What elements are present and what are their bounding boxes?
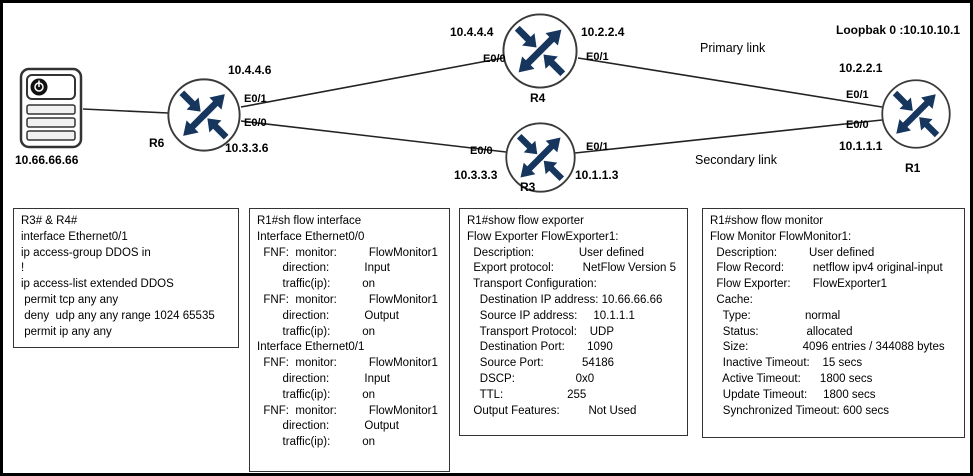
r4-ip-right-label: 10.2.2.4 (581, 25, 625, 39)
r4-ip-left-label: 10.4.4.4 (450, 25, 494, 39)
config-line: Destination IP address: 10.66.66.66 (467, 293, 663, 306)
config-line: Update Timeout: 1800 secs (710, 388, 876, 401)
config-line: Interface Ethernet0/1 (257, 341, 365, 354)
config-line: Output Features: Not Used (467, 404, 637, 417)
config-line: permit tcp any any (21, 293, 119, 306)
config-line: deny udp any any range 1024 65535 (21, 309, 215, 322)
r4-name-label: R4 (530, 91, 546, 105)
config-line: direction: Input (257, 262, 390, 275)
config-line: Cache: (710, 293, 753, 306)
config-line: FNF: monitor: FlowMonitor1 (257, 357, 438, 370)
r4-if-e00-label: E0/0 (483, 53, 506, 65)
link-r4-r1-primary (577, 57, 883, 108)
link-host-r6 (82, 108, 169, 114)
config-line: Flow Exporter FlowExporter1: (467, 230, 619, 243)
config-line: Destination Port: 1090 (467, 341, 613, 354)
r6-ip-bottom-label: 10.3.3.6 (225, 141, 269, 155)
host-ip-label: 10.66.66.66 (15, 153, 79, 167)
config-line: FNF: monitor: FlowMonitor1 (257, 246, 438, 259)
secondary-link-label: Secondary link (695, 153, 777, 167)
config-line: Status: allocated (710, 325, 853, 338)
acl-config-box: R3# & R4# interface Ethernet0/1 ip access-… (13, 208, 239, 348)
config-line: permit ip any any (21, 325, 112, 338)
link-r3-r1-secondary (574, 119, 883, 154)
config-line: Flow Record: netflow ipv4 original-input (710, 262, 943, 275)
config-line: Description: User defined (467, 246, 645, 259)
config-line: Description: User defined (710, 246, 875, 259)
config-line: Flow Exporter: FlowExporter1 (710, 278, 888, 291)
config-line: direction: Output (257, 420, 399, 433)
config-line: DSCP: 0x0 (467, 372, 595, 385)
host-icon (19, 67, 83, 149)
config-line: Type: normal (710, 309, 841, 322)
config-line: direction: Output (257, 309, 399, 322)
r1-name-label: R1 (905, 161, 921, 175)
r1-if-e00-label: E0/0 (846, 119, 869, 131)
r1-if-e01-label: E0/1 (846, 89, 869, 101)
r6-if-e01-label: E0/1 (244, 93, 267, 105)
r3-ip-left-label: 10.3.3.3 (454, 168, 498, 182)
config-line: Flow Monitor FlowMonitor1: (710, 230, 852, 243)
r6-if-e00-label: E0/0 (244, 117, 267, 129)
router-r1-icon (880, 78, 952, 150)
config-line: traffic(ip): on (257, 278, 376, 291)
config-line: R1#show flow exporter (467, 215, 584, 227)
router-r3-icon (504, 121, 577, 194)
r1-ip-top-label: 10.2.2.1 (839, 61, 883, 75)
config-line: traffic(ip): on (257, 325, 376, 338)
r3-ip-right-label: 10.1.1.3 (575, 168, 619, 182)
config-line: Transport Protocol: UDP (467, 325, 614, 338)
r1-ip-bottom-label: 10.1.1.1 (839, 139, 883, 153)
link-r6-r4 (240, 57, 504, 108)
r3-if-e01-label: E0/1 (586, 141, 609, 153)
r3-if-e00-label: E0/0 (470, 145, 493, 157)
primary-link-label: Primary link (700, 41, 766, 55)
config-line: FNF: monitor: FlowMonitor1 (257, 293, 438, 306)
config-line: traffic(ip): on (257, 436, 376, 449)
config-line: Export protocol: NetFlow Version 5 (467, 262, 677, 275)
r4-if-e01-label: E0/1 (586, 51, 609, 63)
config-line: Synchronized Timeout: 600 secs (710, 404, 889, 417)
config-line: R1#sh flow interface (257, 215, 362, 227)
config-line: R3# & R4# (21, 215, 78, 227)
r1-loopback-label: Loopbak 0 :10.10.10.1 (836, 23, 961, 37)
config-line: TTL: 255 (467, 388, 587, 401)
config-line: interface Ethernet0/1 (21, 230, 128, 243)
config-line: direction: Input (257, 372, 390, 385)
config-line: Interface Ethernet0/0 (257, 230, 365, 243)
config-line: Source Port: 54186 (467, 357, 615, 370)
link-r6-r3 (240, 120, 507, 153)
r6-name-label: R6 (149, 136, 165, 150)
config-line: traffic(ip): on (257, 388, 376, 401)
config-line: Transport Configuration: (467, 278, 597, 291)
config-line: Size: 4096 entries / 344088 bytes (710, 341, 945, 354)
r3-name-label: R3 (520, 180, 536, 194)
config-line: ip access-list extended DDOS (21, 278, 174, 291)
config-line: FNF: monitor: FlowMonitor1 (257, 404, 438, 417)
router-r4-icon (501, 12, 579, 90)
config-line: ! (21, 262, 25, 275)
config-line: Inactive Timeout: 15 secs (710, 357, 863, 370)
config-line: ip access-group DDOS in (21, 246, 151, 259)
config-line: R1#show flow monitor (710, 215, 824, 227)
config-line: Active Timeout: 1800 secs (710, 372, 873, 385)
config-line: Source IP address: 10.1.1.1 (467, 309, 635, 322)
r6-ip-top-label: 10.4.4.6 (228, 63, 272, 77)
